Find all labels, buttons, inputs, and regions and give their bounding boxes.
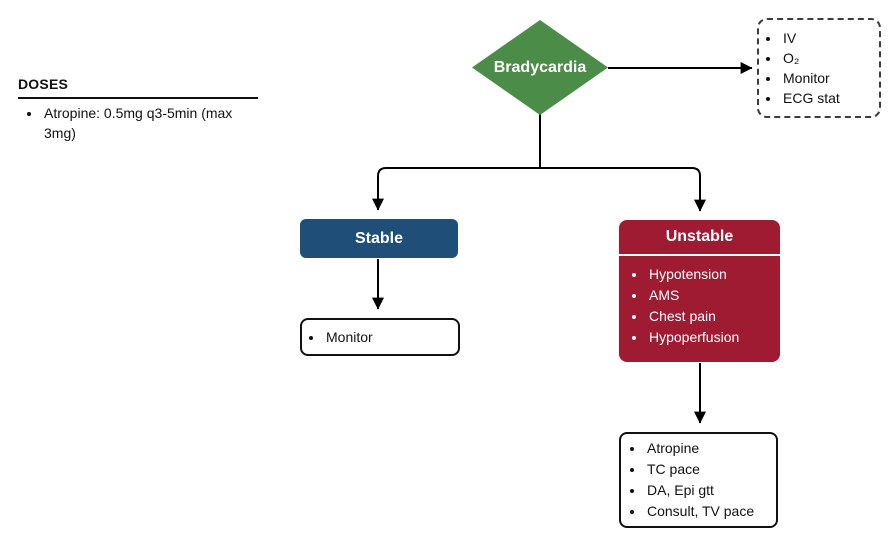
connector-split-to-stable-arrow (372, 167, 540, 211)
assess-item: O₂ (781, 48, 840, 68)
doses-underline (18, 97, 258, 99)
connector-split-to-unstable-arrow (540, 167, 706, 212)
unstable-criterion: AMS (647, 285, 780, 306)
unstable-action-item: Consult, TV pace (645, 501, 754, 522)
stable-label: Stable (354, 229, 403, 247)
doses-item: Atropine: 0.5mg q3-5min (max 3mg) (42, 103, 250, 143)
bradycardia-node: Bradycardia (472, 20, 608, 115)
initial-assessment-box: IV O₂ Monitor ECG stat (757, 18, 881, 118)
unstable-actions-box: Atropine TC pace DA, Epi gtt Consult, TV… (619, 432, 778, 528)
bradycardia-label: Bradycardia (493, 58, 587, 76)
unstable-criterion: Hypoperfusion (647, 327, 780, 348)
assess-item: IV (781, 28, 840, 48)
stable-node: Stable (300, 219, 458, 258)
unstable-action-item: TC pace (645, 459, 754, 480)
unstable-criterion: Hypotension (647, 264, 780, 285)
assess-item: ECG stat (781, 88, 840, 108)
assess-item: Monitor (781, 68, 840, 88)
doses-list: Atropine: 0.5mg q3-5min (max 3mg) (18, 103, 250, 143)
doses-title: DOSES (18, 76, 69, 92)
unstable-label: Unstable (619, 220, 780, 256)
unstable-node: Unstable Hypotension AMS Chest pain Hypo… (619, 220, 780, 362)
unstable-action-item: Atropine (645, 438, 754, 459)
stable-action-box: Monitor (300, 318, 460, 356)
unstable-action-item: DA, Epi gtt (645, 480, 754, 501)
unstable-criterion: Chest pain (647, 306, 780, 327)
stable-action-item: Monitor (324, 327, 373, 347)
